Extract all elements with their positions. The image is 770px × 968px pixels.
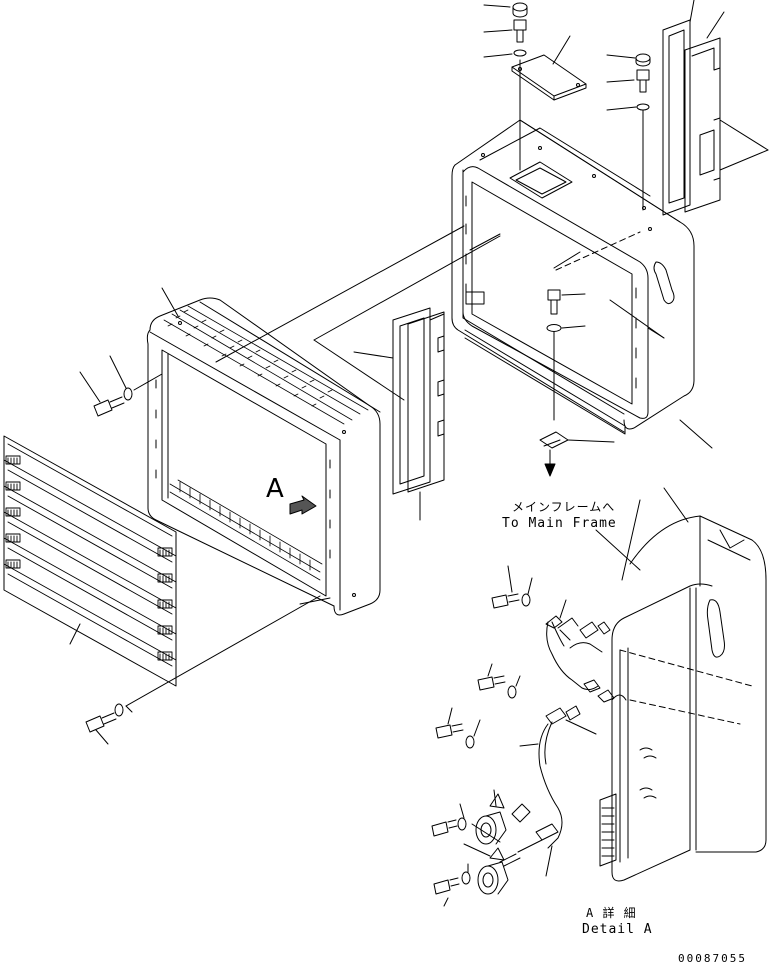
center-side-plate (353, 307, 445, 521)
main-frame-label-en: To Main Frame (502, 516, 617, 531)
top-fastener-group (483, 2, 651, 211)
drawing-number: 00087055 (678, 952, 747, 965)
housing-rear (451, 119, 713, 449)
detail-a-label-jp: A 詳 細 (586, 906, 637, 920)
front-louver-panel (3, 435, 177, 687)
horn-lower (463, 843, 509, 895)
detail-marker-a: A (266, 474, 284, 504)
main-frame-label-jp: メインフレームへ (512, 500, 616, 514)
detail-a-components (431, 565, 615, 907)
housing-front-frame (146, 287, 381, 616)
view-arrow (289, 495, 317, 515)
assembly-guide-lines (215, 225, 501, 605)
detail-a-label-en: Detail A (582, 922, 653, 937)
horn-upper (475, 789, 507, 845)
left-fastener-group (79, 355, 321, 745)
mount-bolt-group (539, 289, 615, 477)
side-plate-right (662, 0, 769, 216)
detail-a-housing (595, 487, 767, 882)
top-plate (511, 54, 587, 97)
